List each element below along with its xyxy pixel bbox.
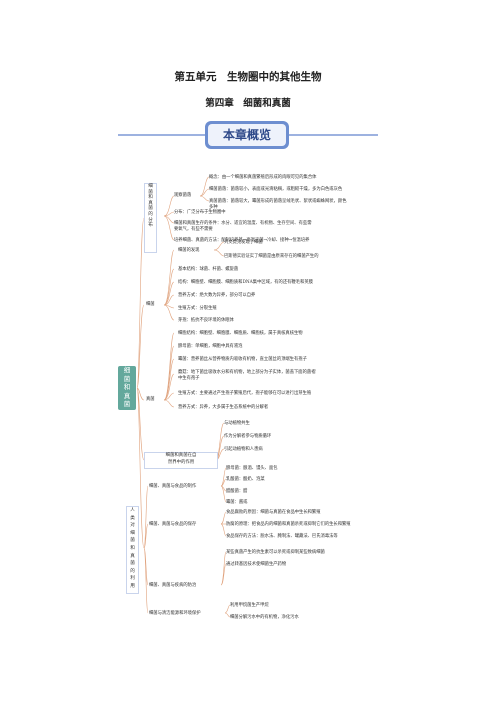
branch-distribution: 细 菌 和 真 菌 的 分 布 bbox=[144, 183, 157, 253]
culture-method: 培养细菌、真菌的方法：配制培养基→高温灭菌→冷却、接种→恒温培养 bbox=[174, 238, 310, 243]
branch-fungi: 真菌 bbox=[146, 397, 155, 402]
yeast-use: 酵母菌：酿酒、馒头、面包 bbox=[226, 466, 278, 471]
living-conditions-cont: 要氧气，有些不需要 bbox=[174, 227, 213, 232]
bacteria-spore: 芽孢：抵抗不良环境的休眠体 bbox=[178, 318, 234, 323]
food-making-label: 细菌、真菌与食品的制作 bbox=[149, 484, 197, 489]
disease-label: 细菌、真菌与疾病的防治 bbox=[149, 583, 197, 588]
cause-disease: 引起动植物和人患病 bbox=[224, 447, 263, 452]
fungi-colony: 真菌菌落：菌落较大，霉菌形成的菌落呈绒毛状、絮状或蜘蛛网状，颜色 bbox=[209, 199, 347, 204]
fungi-structure: 细胞结构：细胞壁、细胞膜、细胞质、细胞核，属于真核真核生物 bbox=[178, 331, 303, 336]
branch-human-use: 人 类 对 细 菌 和 真 菌 的 利 用 bbox=[126, 506, 139, 594]
bacteria-reproduction: 生殖方式：分裂生殖 bbox=[178, 306, 217, 311]
yeast: 酵母菌：单细胞，细胞中具有液泡 bbox=[178, 344, 243, 349]
branch-role-in-nature: 细菌和真菌在自 然界中的作用 bbox=[144, 452, 218, 469]
fungi-reproduction: 生殖方式：主要通过产生孢子繁殖后代，孢子能够在可以进行出芽生殖 bbox=[178, 391, 312, 396]
bacteria-nutrition: 营养方式：绝大数为异养，部分可以自养 bbox=[178, 293, 256, 298]
mushroom-cont: 中生有孢子 bbox=[178, 376, 200, 381]
pasteur: 巴斯德实验证实了细菌是由原来存在的细菌产生的 bbox=[224, 254, 319, 259]
fungi-nutrition: 营养方式：异养，大多属于生态系统中的分解者 bbox=[178, 405, 269, 410]
mushroom: 蘑菇：地下菌丝吸收水分和有机物，地上部分为子实体，菌盖下面的菌褶 bbox=[178, 370, 316, 375]
bacteria-discovery-label: 细菌的发现 bbox=[178, 248, 200, 253]
preserve-methods: 食品保存的方法：脱水法、腌制法、罐藏法、巴氏消毒法等 bbox=[226, 534, 338, 539]
branch-bacteria: 细菌 bbox=[146, 302, 155, 307]
bacteria-colony: 细菌菌落：菌落较小，表面或光滑粘稠，或粗糙干燥，多为白色或灰色 bbox=[209, 187, 343, 192]
decomposer: 作为分解者参与物质循环 bbox=[224, 434, 272, 439]
food-preserve-label: 细菌、真菌与食品的保存 bbox=[149, 522, 197, 527]
acetobacter-use: 醋酸菌：醋 bbox=[226, 489, 248, 494]
living-conditions: 细菌和真菌生存的条件：水分、适宜的温度、有机物、生存空间、有些需 bbox=[174, 221, 312, 226]
spoil-cause: 食品腐败的原因：细菌与真菌在食品中生长和繁殖 bbox=[226, 510, 321, 515]
lactobacillus-use: 乳酸菌：酸奶、泡菜 bbox=[226, 477, 265, 482]
preserve-principle: 防腐的原理：把食品内的细菌和真菌杀死或抑制它们的生长和繁殖 bbox=[226, 522, 351, 527]
distribution-item: 分布：广泛分布于生物圈中 bbox=[174, 210, 226, 215]
antibiotics: 某些真菌产生的抗生素可以杀死或抑制某些致病细菌 bbox=[226, 550, 325, 555]
chapter-title: 第四章 细菌和真菌 bbox=[205, 98, 291, 109]
mold: 霉菌：营养菌丝从营养物质内吸收有机物，直立菌丝的顶端生有孢子 bbox=[178, 357, 307, 362]
banner-text: 本章概览 bbox=[208, 124, 286, 146]
overview-banner: 本章概览 bbox=[205, 121, 289, 149]
unit-title: 第五单元 生物圈中的其他生物 bbox=[174, 71, 322, 83]
leeuwenhoek: 列文虎克发现了细菌 bbox=[224, 240, 263, 245]
colony-concept: 概念：由一个细菌和真菌繁殖后形成的肉眼可见的集合体 bbox=[209, 175, 317, 180]
sewage: 细菌分解污水中的有机物，净化污水 bbox=[230, 615, 299, 620]
bacteria-shape: 基本结构：球菌、杆菌、螺旋菌 bbox=[178, 267, 239, 272]
fungi-colony-cont: 多种 bbox=[209, 205, 218, 210]
symbiosis: 与动植物共生 bbox=[224, 421, 250, 426]
bacteria-structure: 结构：细胞壁、细胞膜、细胞质和DNA集中区域，有的还有鞭毛和荚膜 bbox=[178, 280, 313, 285]
root-node: 细 菌 和 真 菌 bbox=[118, 366, 136, 410]
methane: 利用甲烷菌生产甲烷 bbox=[230, 603, 269, 608]
observe-colony-label: 观察菌落 bbox=[174, 193, 192, 198]
env-label: 细菌与清洁能源和环境保护 bbox=[149, 611, 201, 616]
mold-use: 霉菌：酱或 bbox=[226, 500, 248, 505]
transgenic: 通过转基因技术使细菌生产药物 bbox=[226, 562, 287, 567]
